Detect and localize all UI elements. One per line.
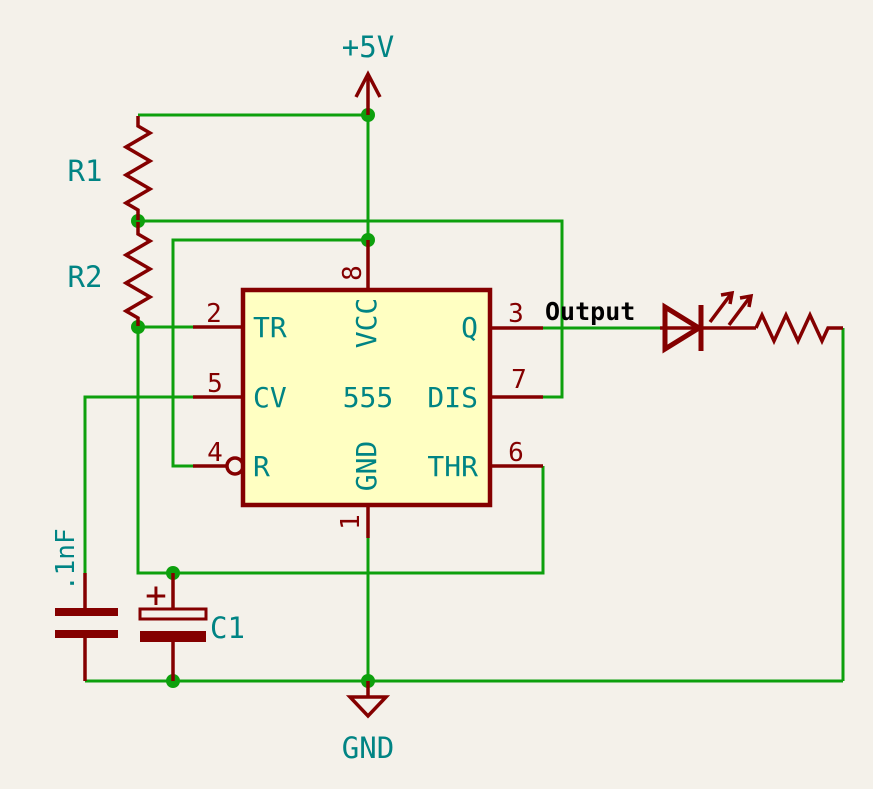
wire-dis-net <box>138 219 564 399</box>
bypass-cap-value-label: .1nF <box>51 528 81 591</box>
pin-4-invert-bubble <box>225 456 245 476</box>
led <box>660 290 756 354</box>
resistor-body <box>122 222 154 326</box>
led-arrow-head <box>720 290 735 305</box>
c1-ref-label: C1 <box>210 611 245 645</box>
wire-threshold-net <box>136 327 545 575</box>
pin-name-thr: THR <box>427 450 478 483</box>
pin-number-4: 4 <box>207 438 223 468</box>
ic-555: 2 5 4 8 1 3 7 6 TR CV R VCC GND Q DIS TH… <box>193 240 543 538</box>
led-arrow-head <box>739 293 754 308</box>
pin-number-1: 1 <box>336 514 366 530</box>
ground-symbol: GND <box>342 681 394 765</box>
pin-name-cv: CV <box>253 381 287 414</box>
output-net-label: Output <box>545 297 635 326</box>
r2-ref-label: R2 <box>68 260 103 294</box>
cap-negative-plate <box>140 631 206 642</box>
resistor-r1: R1 <box>68 116 154 220</box>
resistor-body <box>754 310 843 346</box>
wire-cv-net <box>83 395 193 573</box>
pin-name-tr: TR <box>253 311 287 344</box>
cap-top-plate <box>55 608 118 616</box>
led-emission-arrows-icon <box>708 290 754 327</box>
cap-positive-plate <box>138 607 208 621</box>
pin-number-8: 8 <box>338 265 368 281</box>
resistor-body <box>122 116 154 220</box>
led-arrow-shaft <box>727 295 752 327</box>
junction-dot <box>131 320 145 334</box>
wire-reset-net <box>171 238 368 468</box>
capacitor-bypass: .1nF <box>51 528 118 681</box>
pin-name-dis: DIS <box>427 381 478 414</box>
gnd-label: GND <box>342 731 394 765</box>
pin-name-r: R <box>253 450 270 483</box>
ic-value-label: 555 <box>343 381 394 414</box>
cap-bottom-plate <box>55 630 118 638</box>
led-arrow-shaft <box>708 292 733 324</box>
pin-number-3: 3 <box>508 299 524 329</box>
wires <box>83 113 845 683</box>
pin-name-vcc: VCC <box>350 298 383 349</box>
r1-ref-label: R1 <box>68 154 103 188</box>
capacitor-c1: + C1 <box>138 573 245 681</box>
ground-triangle-icon <box>345 695 391 719</box>
vcc-label: +5V <box>342 30 394 64</box>
power-arrow-icon <box>354 70 382 98</box>
pin-number-5: 5 <box>207 369 223 399</box>
pin-name-q: Q <box>461 311 478 344</box>
resistor-series <box>754 310 843 346</box>
pin-number-6: 6 <box>508 438 524 468</box>
power-flag-5v: +5V <box>342 30 394 115</box>
polarity-plus-icon: + <box>145 575 167 616</box>
resistor-r2: R2 <box>68 222 154 326</box>
pin-number-2: 2 <box>206 299 222 329</box>
led-triangle-icon <box>662 302 704 354</box>
pin-number-7: 7 <box>511 365 527 395</box>
junction-dot <box>131 214 145 228</box>
pin-name-gnd: GND <box>350 441 383 492</box>
